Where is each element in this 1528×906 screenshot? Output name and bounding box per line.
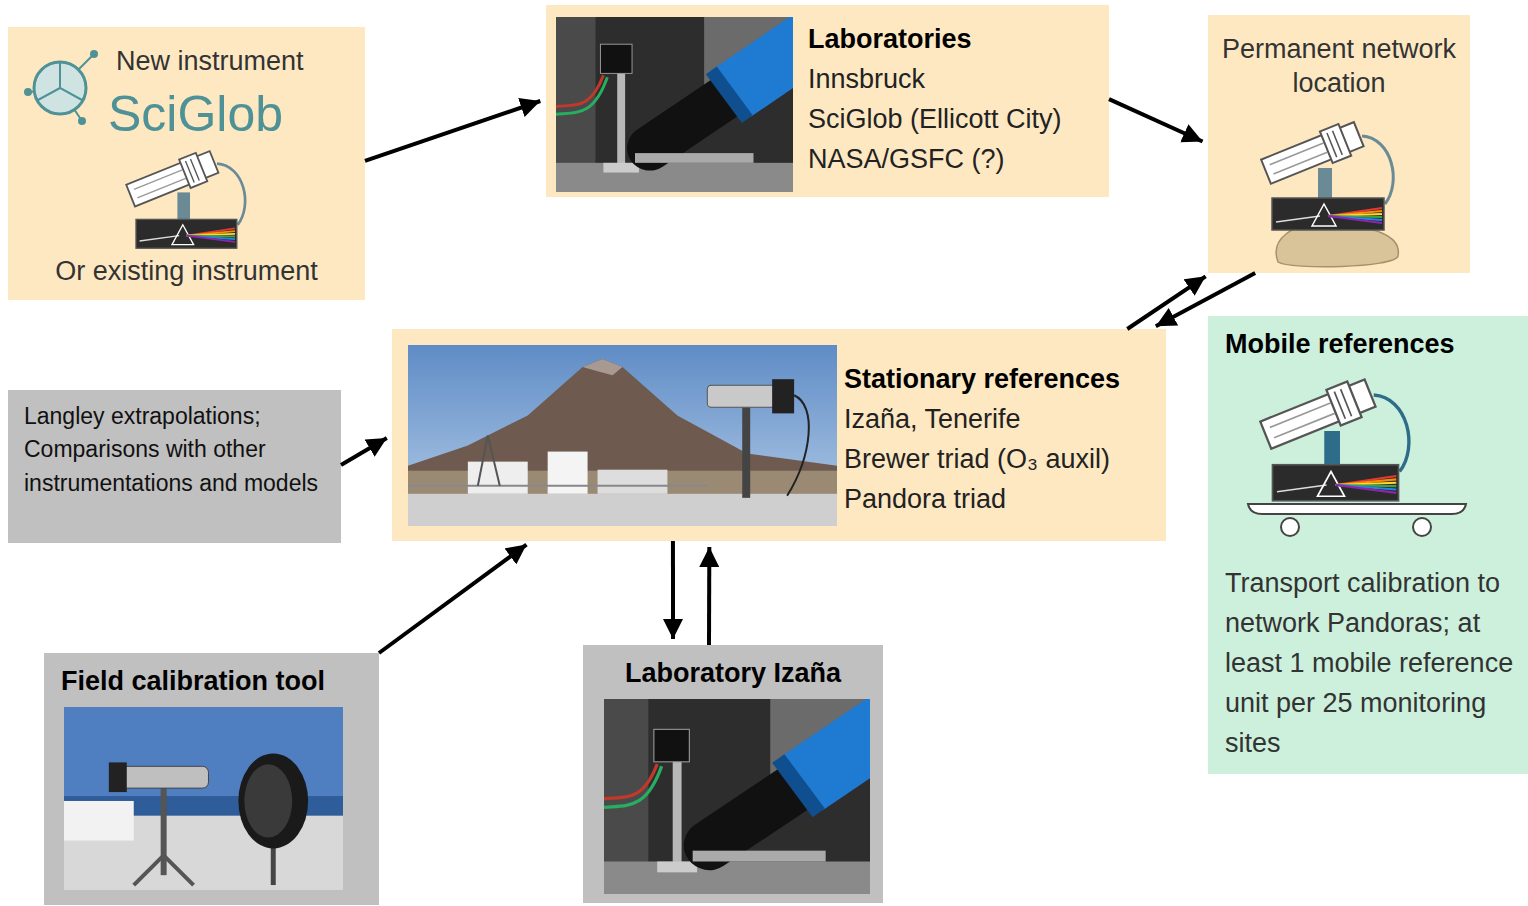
text-slot: Mobile references	[1225, 328, 1520, 362]
text-slot: Laboratory Izaña	[591, 657, 875, 691]
box-heading: Laboratories	[808, 23, 972, 57]
box: Laboratory Izaña	[583, 645, 883, 903]
box: Mobile referencesTransport calibration t…	[1208, 316, 1528, 774]
sciglob-logo-icon-part	[78, 117, 86, 125]
box-heading: Mobile references	[1225, 328, 1455, 362]
box-text: Or existing instrument	[55, 255, 318, 289]
box-text: Transport calibration to network Pandora…	[1225, 564, 1521, 764]
pandora-instrument	[125, 148, 245, 248]
box: Langley extrapolations; Comparisons with…	[8, 390, 341, 543]
text-slot: Brewer triad (O₃ auxil)	[844, 443, 1158, 477]
box-text: New instrument	[116, 45, 304, 79]
text-slot: Field calibration tool	[61, 665, 366, 699]
box: New instrumentSciGlob Or existing instrum…	[8, 27, 365, 300]
box: Field calibration tool	[44, 653, 379, 905]
box: Stationary referencesIzaña, TenerifeBrew…	[392, 329, 1166, 541]
text-slot: SciGlob (Ellicott City)	[808, 103, 1101, 137]
text-slot: Transport calibration to network Pandora…	[1225, 564, 1521, 764]
text-slot: Stationary references	[844, 363, 1158, 397]
text-slot: Izaña, Tenerife	[844, 403, 1158, 437]
sciglob-logo-icon-part	[38, 62, 82, 100]
field-photo	[64, 707, 343, 890]
arrow-connector	[671, 541, 675, 639]
pandora-instrument	[1259, 375, 1409, 501]
box-text: Izaña, Tenerife	[844, 403, 1021, 437]
lab-photo	[556, 17, 815, 192]
sciglob-logo-icon-part	[30, 88, 60, 92]
box-text: Brewer triad (O₃ auxil)	[844, 443, 1110, 477]
pandora-instrument	[1260, 118, 1394, 230]
sciglob-logo-icon	[24, 50, 98, 125]
box-text: Pandora triad	[844, 483, 1006, 517]
logo-text: SciGlob	[108, 89, 283, 139]
box: LaboratoriesInnsbruckSciGlob (Ellicott C…	[546, 5, 1109, 197]
text-slot: Or existing instrument	[18, 255, 355, 289]
izana-photo	[408, 345, 837, 526]
text-slot: New instrument	[116, 45, 356, 79]
box-heading: Field calibration tool	[61, 665, 325, 699]
sciglob-logo-icon-part	[24, 88, 32, 96]
skateboard	[1248, 504, 1466, 536]
skateboard-part	[1281, 518, 1299, 536]
skateboard-part	[1248, 504, 1466, 514]
sciglob-logo-icon-part	[34, 62, 86, 114]
box-text: SciGlob (Ellicott City)	[808, 103, 1062, 137]
text-slot: Innsbruck	[808, 63, 1101, 97]
text-slot: Pandora triad	[844, 483, 1158, 517]
box: Permanent network location	[1208, 15, 1470, 273]
text-slot: Langley extrapolations; Comparisons with…	[24, 400, 329, 500]
sciglob-logo-icon-part	[90, 50, 98, 58]
text-slot: SciGlob	[108, 89, 353, 139]
box-heading: Laboratory Izaña	[625, 657, 841, 691]
box-text: Innsbruck	[808, 63, 925, 97]
arrow-connector	[1156, 273, 1255, 326]
arrow-connector	[1127, 276, 1205, 329]
box-text: Langley extrapolations; Comparisons with…	[24, 400, 329, 500]
box-heading: Stationary references	[844, 363, 1120, 397]
arrow-connector	[365, 101, 540, 161]
arrow-connector	[707, 547, 711, 645]
skateboard-part	[1413, 518, 1431, 536]
text-slot: Laboratories	[808, 23, 1101, 57]
box-text: NASA/GSFC (?)	[808, 143, 1005, 177]
text-slot: Permanent network location	[1216, 33, 1462, 101]
sciglob-logo-icon-part	[60, 56, 92, 88]
text-slot: NASA/GSFC (?)	[808, 143, 1101, 177]
lab-photo	[604, 699, 894, 894]
arrow-connector	[1109, 99, 1203, 141]
box-text: Permanent network location	[1216, 33, 1462, 101]
sciglob-logo-icon-part	[60, 88, 80, 118]
arrow-connector	[341, 438, 387, 465]
rock	[1276, 224, 1398, 267]
arrow-connector	[379, 545, 526, 653]
